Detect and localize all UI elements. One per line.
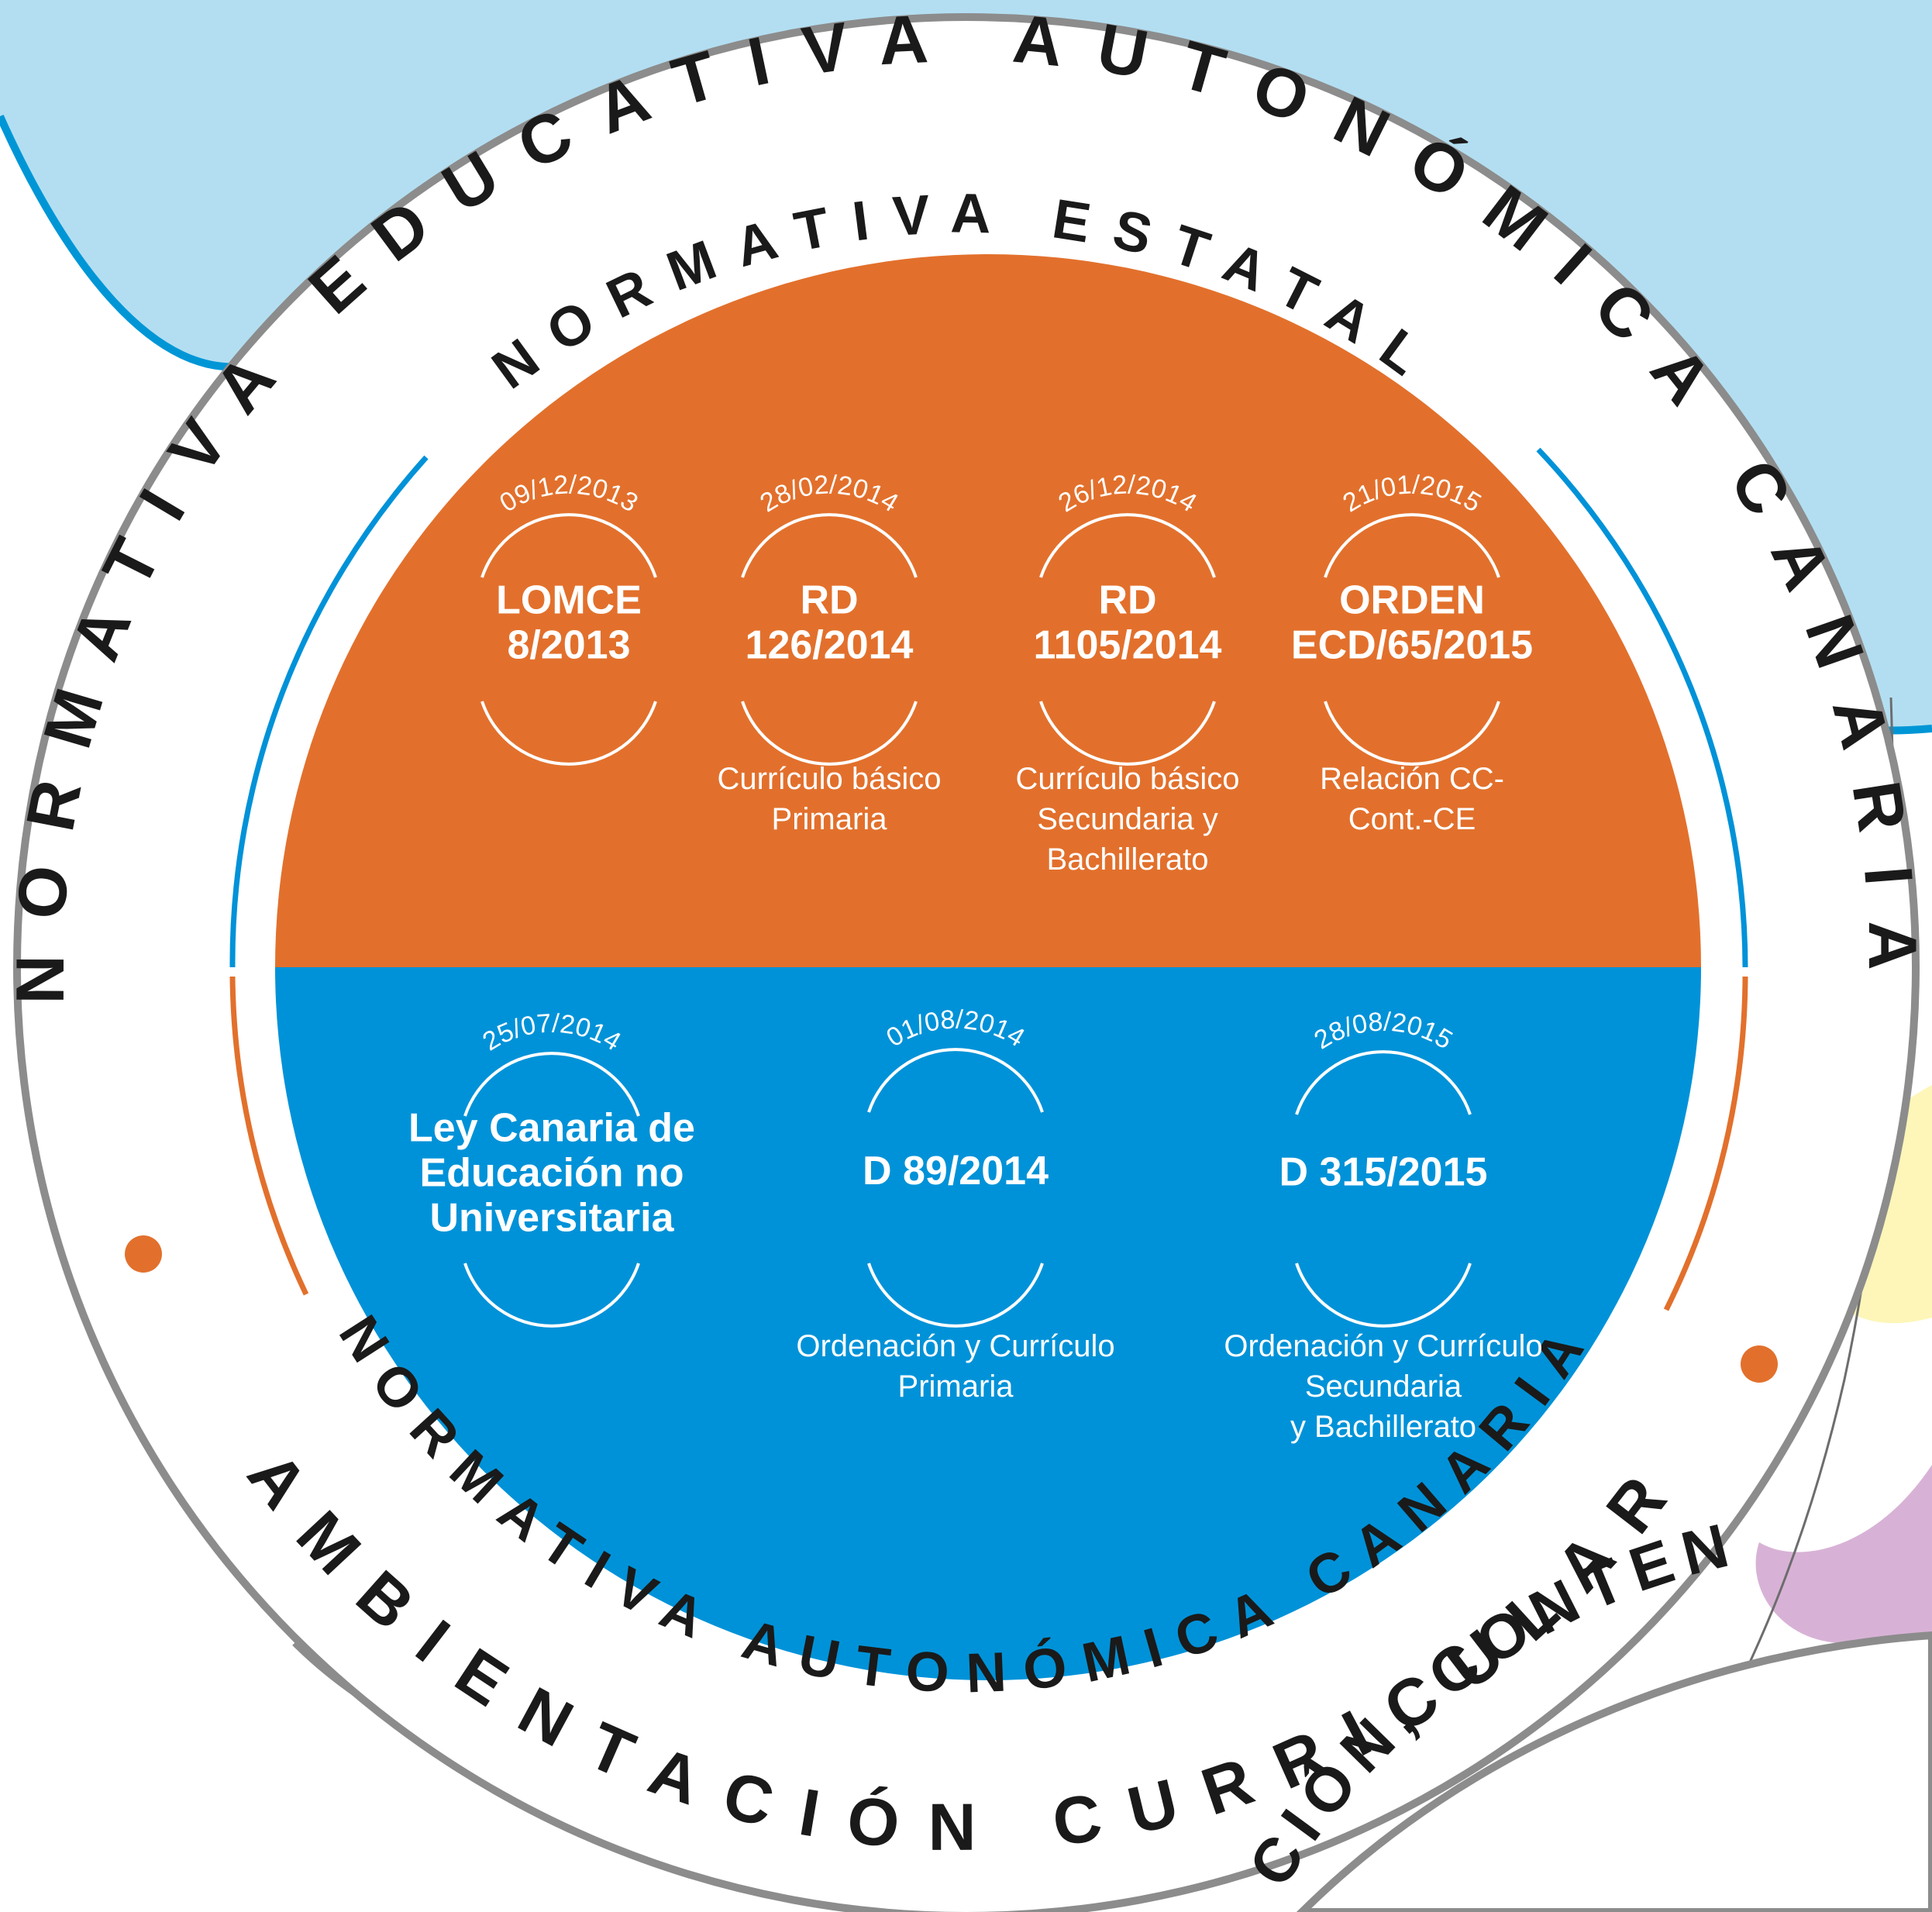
state-norm-code-line: LOMCE — [496, 578, 642, 623]
state-norm-description-line: Currículo básico — [717, 762, 941, 796]
regional-norm-description-line: Secundaria — [1305, 1369, 1462, 1404]
ring-dot-left — [125, 1235, 162, 1273]
accent-arc-top-right — [1536, 447, 1748, 968]
regional-norm-code-line: D 315/2015 — [1279, 1150, 1488, 1195]
regional-norm-bottom-arc — [867, 1263, 1044, 1328]
state-norm-code-line: ECD/65/2015 — [1291, 623, 1533, 668]
regional-norm-code-line: Ley Canaria de — [408, 1106, 695, 1151]
regional-norm-description-line: Ordenación y Currículo — [1224, 1329, 1542, 1363]
pink-shape — [1755, 1465, 1932, 1665]
state-norm-description-line: Currículo básico — [1015, 762, 1239, 796]
regional-norm-description-line: y Bachillerato — [1290, 1410, 1476, 1444]
accent-arc-bottom-right — [1663, 976, 1748, 1311]
regional-norm-top-arc — [1295, 1050, 1472, 1115]
regional-norm-code-line: Universitaria — [429, 1196, 674, 1241]
state-norm-description-line: Relación CC- — [1320, 762, 1504, 796]
regional-norm-code-line: D 89/2014 — [863, 1149, 1049, 1194]
state-norm-code-line: 8/2013 — [507, 623, 630, 668]
state-norm-bottom-arc — [741, 701, 918, 766]
state-norm-code-line: ORDEN — [1339, 578, 1485, 623]
state-norm-description-line: Cont.-CE — [1348, 802, 1476, 836]
state-norm-code-line: RD — [1098, 578, 1156, 623]
state-norm-code-line: 126/2014 — [746, 623, 914, 668]
state-norm-bottom-arc — [1039, 701, 1216, 766]
state-norm-code-line: 1105/2014 — [1034, 623, 1222, 668]
state-norm-bottom-arc — [1324, 701, 1500, 766]
state-norm-top-arc — [480, 513, 657, 578]
state-norm-bottom-arc — [480, 701, 657, 766]
state-norm-description-line: Secundaria y — [1037, 802, 1217, 836]
ring-dot-right — [1741, 1345, 1778, 1383]
regional-norm-bottom-arc — [1295, 1263, 1472, 1328]
state-norm-code-line: RD — [800, 578, 858, 623]
state-norm-description-line: Primaria — [772, 802, 888, 836]
regional-norm-top-arc — [463, 1052, 640, 1117]
regional-norm-top-arc — [867, 1048, 1044, 1113]
state-norm-description-line: Bachillerato — [1046, 842, 1208, 877]
regional-norm-description-line: Ordenación y Currículo — [796, 1329, 1114, 1363]
regional-norm-description-line: Primaria — [898, 1369, 1014, 1404]
state-norm-top-arc — [741, 513, 918, 578]
accent-arc-bottom-left — [229, 976, 309, 1296]
regional-norm-bottom-arc — [463, 1263, 640, 1328]
regional-norm-code-line: Educación no — [420, 1151, 684, 1196]
accent-arc-top-left — [229, 455, 429, 968]
corner-ring — [1296, 1631, 1932, 1912]
state-norm-top-arc — [1039, 513, 1216, 578]
state-norm-top-arc — [1324, 513, 1500, 578]
